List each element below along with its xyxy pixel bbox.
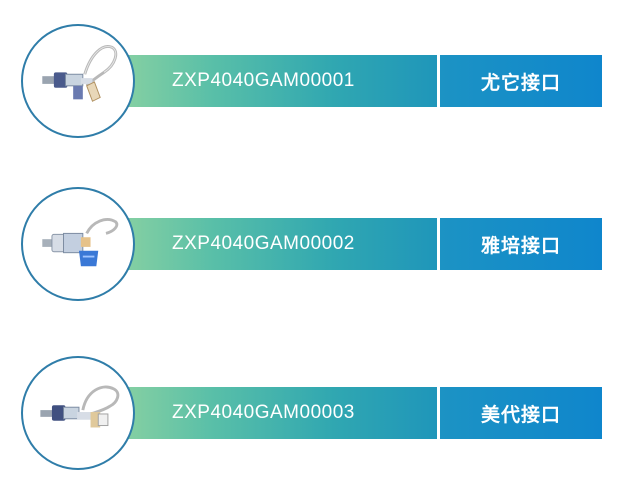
banner-divider	[437, 387, 440, 439]
product-name: 美代接口	[440, 387, 602, 439]
banner-divider	[437, 55, 440, 107]
product-banner: ZXP4040GAM00001 尤它接口	[92, 55, 602, 107]
product-row-3: ZXP4040GAM00003 美代接口	[0, 356, 633, 476]
medical-connector-icon	[42, 45, 118, 102]
product-code: ZXP4040GAM00002	[92, 218, 437, 270]
product-banner: ZXP4040GAM00002 雅培接口	[92, 218, 602, 270]
product-image-frame	[21, 187, 135, 301]
product-banner: ZXP4040GAM00003 美代接口	[92, 387, 602, 439]
product-name: 雅培接口	[440, 218, 602, 270]
product-image-frame	[21, 356, 135, 470]
product-image-frame	[21, 24, 135, 138]
product-name: 尤它接口	[440, 55, 602, 107]
product-code: ZXP4040GAM00001	[92, 55, 437, 107]
product-row-1: ZXP4040GAM00001 尤它接口	[0, 24, 633, 144]
medical-connector-icon	[40, 385, 120, 428]
medical-connector-icon	[42, 218, 119, 267]
product-row-2: ZXP4040GAM00002 雅培接口	[0, 187, 633, 307]
banner-divider	[437, 218, 440, 270]
product-code: ZXP4040GAM00003	[92, 387, 437, 439]
